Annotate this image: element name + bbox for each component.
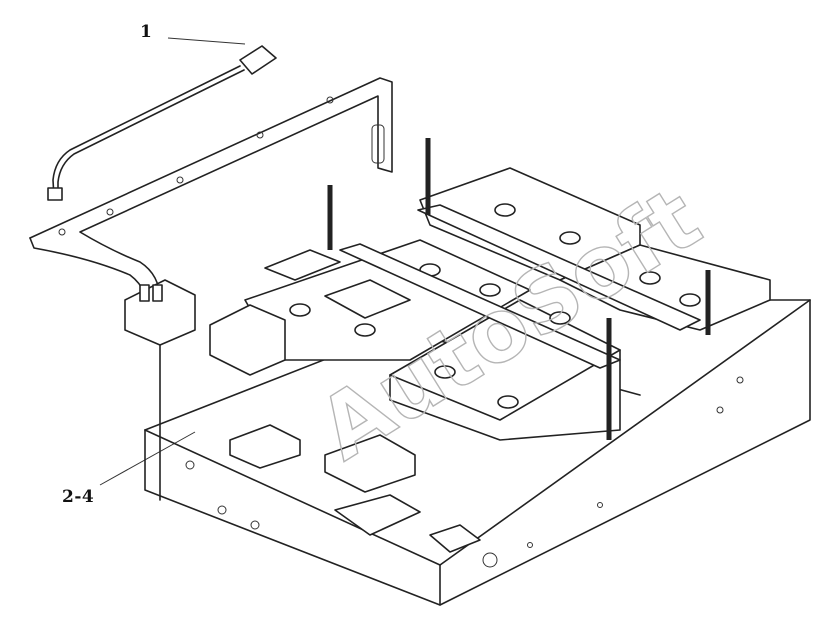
leader-line-2-4 — [99, 431, 196, 486]
battery-rear — [419, 167, 771, 331]
hold-down-rods — [327, 138, 711, 440]
leader-line-1 — [167, 37, 246, 45]
callout-part-1: 1 — [140, 22, 153, 42]
part-1-rod — [47, 45, 277, 201]
front-components — [185, 424, 481, 553]
callout-part-2-4: 2-4 — [62, 487, 95, 507]
terminal-block — [124, 279, 286, 376]
hold-down-bars — [264, 204, 701, 369]
